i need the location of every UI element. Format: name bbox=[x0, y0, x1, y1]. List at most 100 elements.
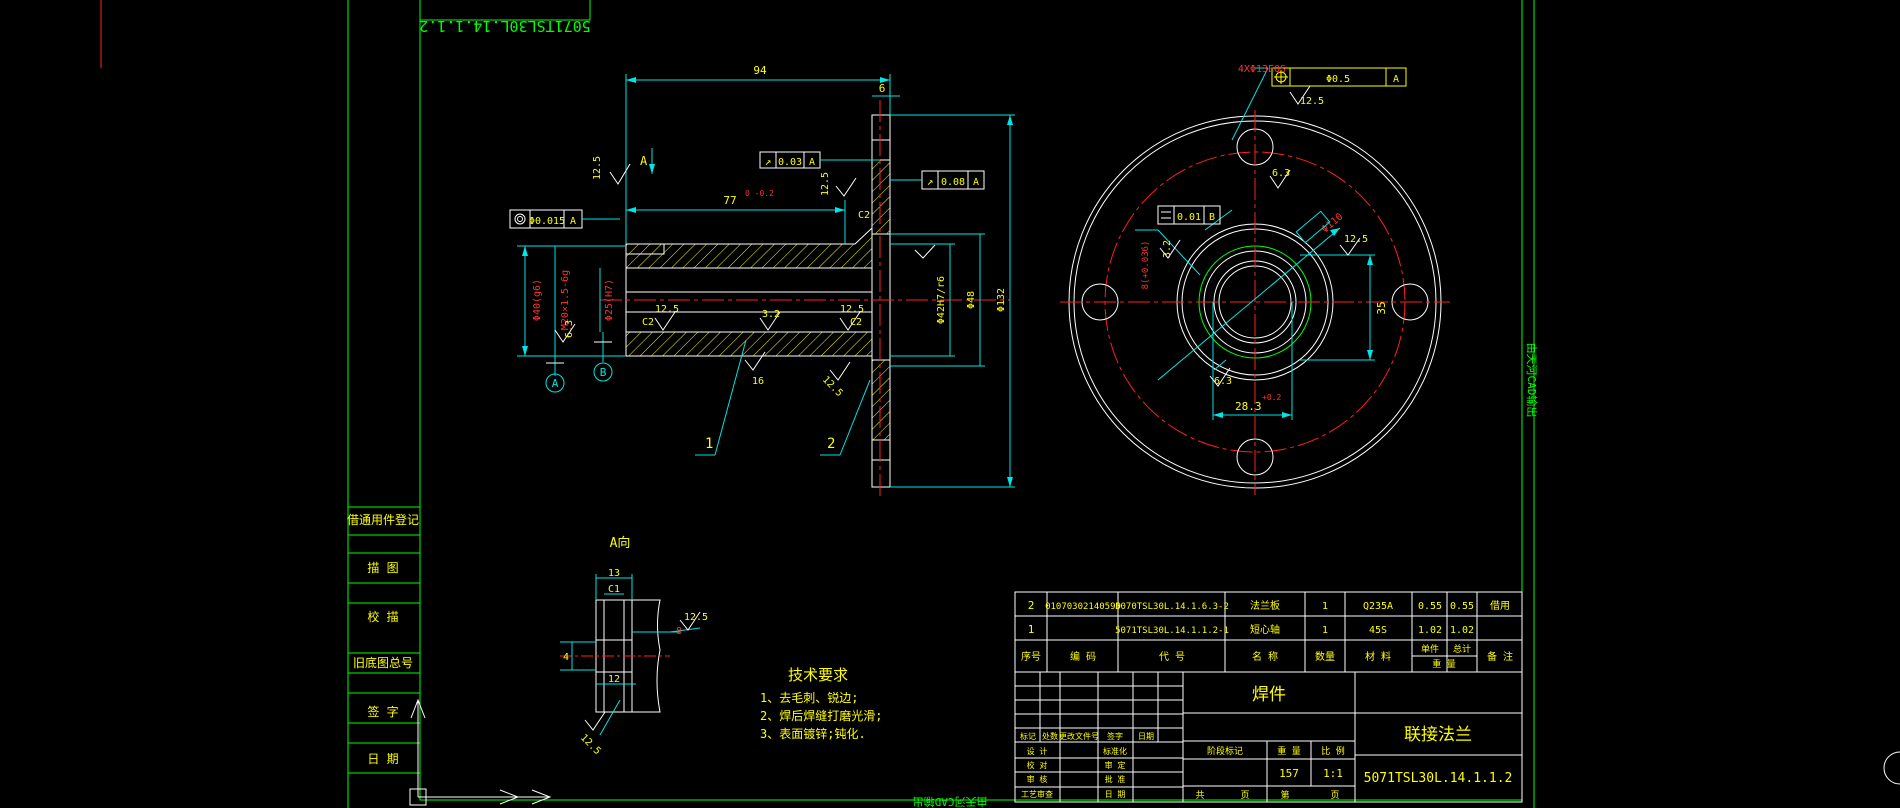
coaxiality-icon bbox=[514, 213, 526, 225]
rough-b: 12.5 bbox=[820, 172, 831, 196]
bom-cell: 0.55 bbox=[1450, 601, 1474, 612]
tb-label: 页 bbox=[1240, 790, 1249, 801]
bom-header-cell: 重 量 bbox=[1432, 658, 1455, 670]
bom-cell: 1 bbox=[1028, 623, 1035, 636]
left-col-item: 旧底图总号 bbox=[353, 655, 413, 670]
dia-right-3: Φ132 bbox=[996, 288, 1007, 312]
runout-2-datum: A bbox=[973, 177, 979, 188]
tb-label: 批 准 bbox=[1105, 774, 1126, 784]
runout-1: 0.03 bbox=[778, 157, 802, 168]
tb-label: 日 期 bbox=[1105, 790, 1126, 799]
flatness-datum: B bbox=[1209, 212, 1215, 223]
rough-3-2: 3.2 bbox=[762, 309, 780, 320]
bom-row: 1 5071TSL30L.14.1.1.2-1 短心轴 1 45S 1.02 1… bbox=[1028, 623, 1474, 636]
tech-requirements: 技术要求 1、去毛刺、锐边; 2、焊后焊缝打磨光滑; 3、表面镀锌;钝化. bbox=[760, 666, 882, 741]
bom-header-cell: 备 注 bbox=[1487, 650, 1513, 663]
bom-cell: 45S bbox=[1369, 625, 1387, 636]
shaft-wall-top bbox=[625, 226, 873, 269]
datum-a: A bbox=[552, 377, 559, 390]
bom-cell: 5071TSL30L.14.1.1.2-1 bbox=[1115, 626, 1229, 636]
tb-label: 标准化 bbox=[1103, 746, 1127, 756]
tech-item: 3、表面镀锌;钝化. bbox=[760, 727, 866, 741]
chamfer-2: C2 bbox=[642, 317, 654, 328]
bom-cell: 1.02 bbox=[1450, 625, 1474, 636]
dim-13: 13 bbox=[608, 568, 620, 579]
bom-row: 2 0107030214059D 5070TSL30L.14.1.6.3-2 法… bbox=[1028, 599, 1510, 612]
chamfer-3: C2 bbox=[850, 317, 862, 328]
bom-header-cell: 单件 bbox=[1421, 643, 1439, 655]
bom-cell: 0107030214059D bbox=[1045, 602, 1121, 612]
bom-cell: 0.55 bbox=[1418, 601, 1442, 612]
tech-item: 2、焊后焊缝打磨光滑; bbox=[760, 708, 882, 723]
dim-bore-note: 8(+0.036) bbox=[1141, 241, 1151, 290]
drawing-number: 5071TSL30L.14.1.1.2 bbox=[1364, 771, 1513, 786]
tb-label: 设 计 bbox=[1027, 746, 1048, 756]
weight-value: 157 bbox=[1279, 767, 1299, 780]
left-col-item: 校 描 bbox=[367, 609, 398, 624]
bom-header-cell: 名 称 bbox=[1252, 650, 1278, 663]
tb-label: 更改文件号 bbox=[1059, 731, 1099, 741]
detail-title: A向 bbox=[610, 535, 631, 551]
flange-outline bbox=[871, 114, 891, 488]
bom-header-cell: 总计 bbox=[1453, 643, 1471, 655]
dim-inner-length-tol: 0 -0.2 bbox=[745, 189, 774, 198]
shaft-wall-bottom bbox=[625, 331, 873, 357]
rough-e: 12.5 bbox=[820, 374, 845, 399]
top-frame-label: 5071TSL30L.14.1.1.2 bbox=[419, 17, 591, 35]
tb-label: 审 核 bbox=[1027, 774, 1048, 784]
dim-8: 8 bbox=[676, 626, 682, 637]
scale-value: 1:1 bbox=[1323, 767, 1343, 780]
dim-c1: C1 bbox=[608, 584, 620, 595]
title-block-texts: 焊件 联接法兰 5071TSL30L.14.1.1.2 157 1:1 标记 处… bbox=[1020, 685, 1512, 801]
tb-label: 签字 bbox=[1107, 731, 1123, 741]
detail-rough-b: 12.5 bbox=[578, 732, 603, 757]
rough-6-3: 6.3 bbox=[564, 320, 575, 338]
runout-2: 0.08 bbox=[941, 177, 965, 188]
dia-right-1: Φ42H7/r6 bbox=[936, 276, 947, 324]
left-column bbox=[348, 534, 420, 774]
tb-label: 共 bbox=[1195, 790, 1204, 801]
tb-label: 比 例 bbox=[1321, 745, 1344, 757]
left-col-item: 日 期 bbox=[367, 752, 398, 766]
tb-label: 标记 bbox=[1020, 731, 1036, 741]
rough-hole: 12.5 bbox=[1300, 96, 1324, 107]
dia-right-2: Φ48 bbox=[966, 291, 977, 309]
part-no-2: 2 bbox=[827, 436, 835, 452]
part-name: 联接法兰 bbox=[1404, 725, 1472, 745]
part-no-1: 1 bbox=[705, 436, 713, 452]
tb-label: 第 bbox=[1280, 789, 1289, 801]
dim-4: 4 bbox=[563, 652, 569, 663]
dim-width: 35 bbox=[1375, 301, 1388, 314]
rough-12-5: 12.5 bbox=[1344, 234, 1368, 245]
sheet-frame bbox=[347, 0, 1535, 808]
rough-3-2: 3.2 bbox=[1162, 240, 1173, 258]
top-frame-label-box: 5071TSL30L.14.1.1.2 bbox=[419, 0, 591, 35]
bom-cell: 法兰板 bbox=[1250, 599, 1280, 612]
side-view: 94 6 77 0 -0.2 Φ40(g6) M20×1.5-6g Φ25(H7… bbox=[509, 64, 1015, 500]
bom-rows: 2 0107030214059D 5070TSL30L.14.1.6.3-2 法… bbox=[1021, 599, 1513, 670]
tech-item: 1、去毛刺、锐边; bbox=[760, 691, 858, 705]
detail-view-a: A向 13 C1 12 8 4 12.5 bbox=[560, 535, 708, 757]
dim-inner-length: 77 bbox=[723, 194, 736, 207]
tb-label: 处数 bbox=[1042, 731, 1058, 741]
left-col-item: 借通用件登记 bbox=[347, 512, 419, 527]
bolt-hole bbox=[1236, 438, 1274, 476]
bom-cell: 短心轴 bbox=[1250, 623, 1280, 636]
position-tol: Φ0.5 bbox=[1326, 74, 1350, 85]
coaxiality-datum: A bbox=[570, 216, 576, 227]
left-col-item: 描 图 bbox=[367, 561, 398, 575]
flatness: 0.01 bbox=[1177, 212, 1201, 223]
ucs-icon bbox=[409, 698, 552, 806]
coaxiality: Φ0.015 bbox=[529, 216, 565, 227]
rough-a: 12.5 bbox=[592, 156, 603, 180]
detail-rough: 12.5 bbox=[684, 612, 708, 623]
dim-keyway-tol: +0.2 bbox=[1262, 393, 1281, 402]
bom-cell: 1.02 bbox=[1418, 625, 1442, 636]
front-view: Φ0.5 A 4XΦ13EQS 12.5 0.01 B Φ110 28.3 +0… bbox=[1060, 64, 1450, 495]
bom-header-cell: 数量 bbox=[1315, 650, 1335, 663]
runout-icon: ↗ bbox=[765, 155, 772, 168]
dim-keyway: 28.3 bbox=[1235, 400, 1262, 413]
chamfer-1: C2 bbox=[858, 210, 870, 221]
runout-1-datum: A bbox=[809, 157, 815, 168]
tb-label: 日期 bbox=[1138, 732, 1154, 741]
